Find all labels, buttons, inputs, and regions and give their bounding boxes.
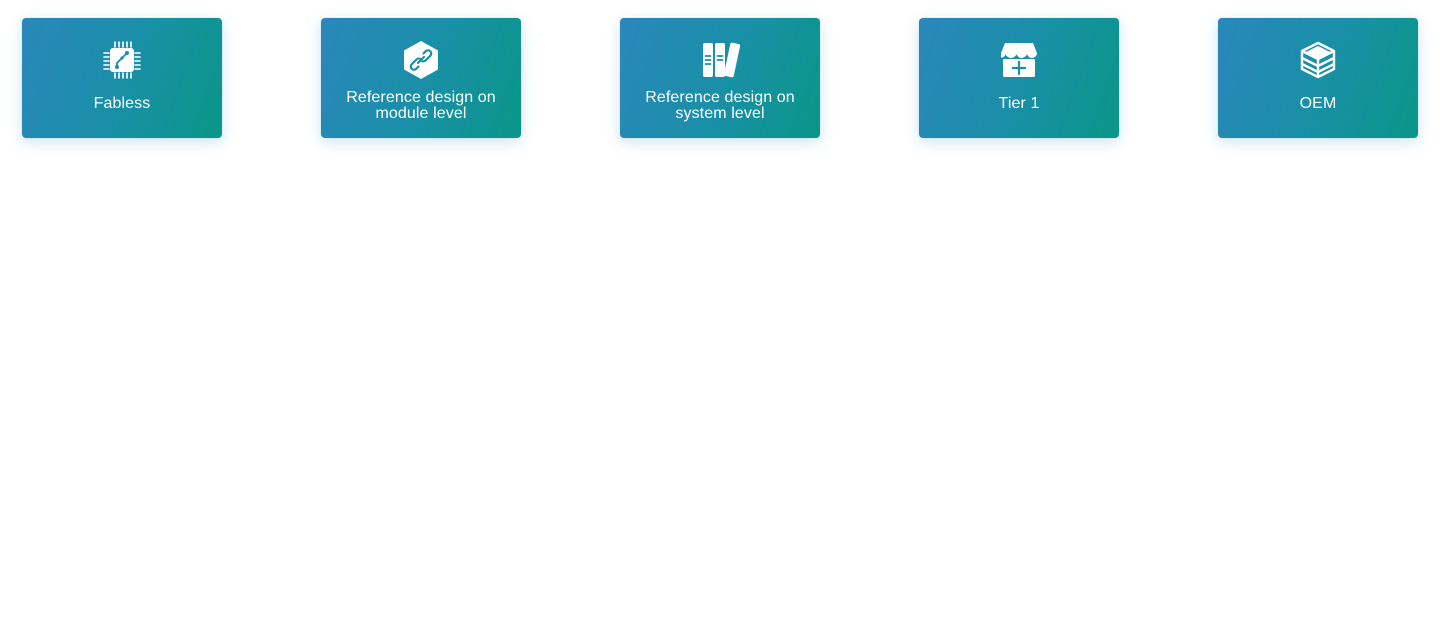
card-label: Fabless (93, 95, 151, 112)
card-module-reference[interactable]: Reference design on module level (321, 18, 521, 138)
card-label: OEM (1299, 95, 1337, 112)
card-system-reference[interactable]: Reference design on system level (620, 18, 820, 138)
card-label: Reference design on system level (645, 89, 795, 122)
card-label: Reference design on module level (346, 89, 496, 122)
card-label: Tier 1 (998, 95, 1040, 112)
card-oem[interactable]: OEM (1218, 18, 1418, 138)
hexagon-link-icon (400, 39, 442, 81)
card-tier-1[interactable]: Tier 1 (919, 18, 1119, 138)
binders-icon (699, 39, 741, 81)
chip-icon (101, 39, 143, 81)
cube-stack-icon (1297, 39, 1339, 81)
store-plus-icon (998, 39, 1040, 81)
card-fabless[interactable]: Fabless (22, 18, 222, 138)
